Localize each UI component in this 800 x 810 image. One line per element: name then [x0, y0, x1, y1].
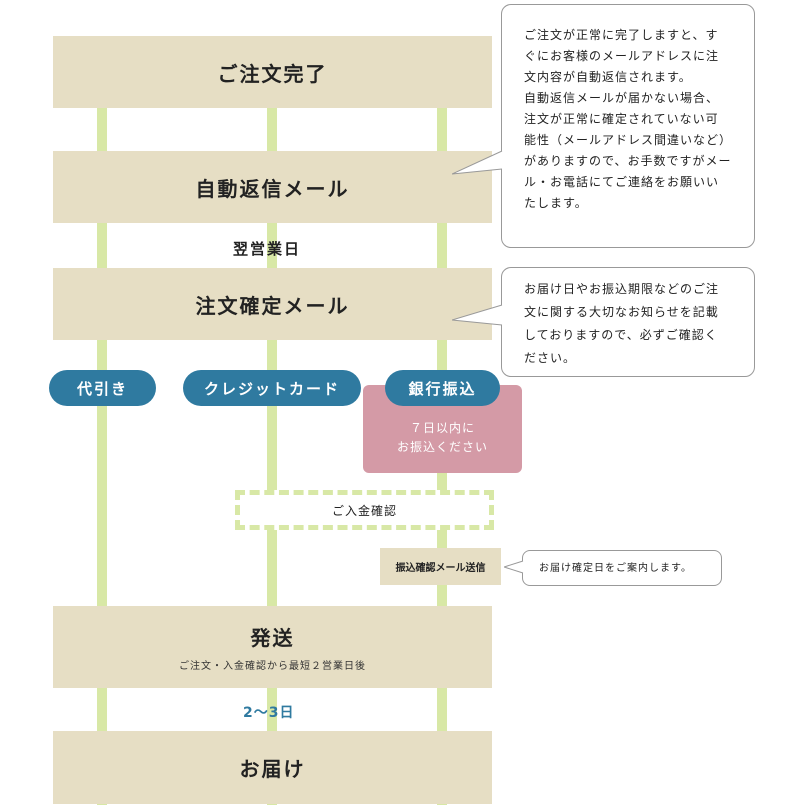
bubble-confirm: お届け日やお振込期限などのご注 文に関する大切なお知らせを記載 しておりますので… [501, 267, 755, 377]
bubble-auto-reply-line: ル・お電話にてご連絡をお願いい [524, 175, 720, 189]
pill-cod: 代引き [49, 370, 156, 406]
bubble-auto-reply-tail [452, 150, 503, 175]
transfer-mail-tag: 振込確認メール送信 [380, 548, 501, 585]
step-order-complete-title: ご注文完了 [217, 61, 328, 86]
step-shipping: 発送 ご注文・入金確認から最短２営業日後 [53, 606, 492, 688]
bank-note-line1: ７日以内に [409, 421, 475, 435]
bubble-auto-reply-line: 注文が正常に確定されていない可 [524, 112, 719, 126]
rail-center [267, 108, 277, 805]
bubble-transfer-note-tail [504, 560, 524, 574]
bubble-auto-reply-line: 能性（メールアドレス間違いなど） [524, 133, 733, 147]
step-shipping-title: 発送 [250, 626, 295, 650]
label-days-2-3: 2〜3日 [243, 705, 295, 721]
step-delivery: お届け [53, 731, 492, 804]
step-delivery-title: お届け [239, 757, 306, 781]
rail-left [97, 108, 107, 805]
step-order-confirm: 注文確定メール [53, 268, 492, 340]
step-order-confirm-title: 注文確定メール [195, 293, 350, 318]
step-order-complete: ご注文完了 [53, 36, 492, 108]
payment-check-box: ご入金確認 [235, 490, 494, 530]
bank-note-line2: お振込ください [396, 440, 488, 454]
bubble-confirm-line: しておりますので、必ずご確認く [524, 328, 718, 342]
pill-credit-card: クレジットカード [183, 370, 361, 406]
bubble-auto-reply-line: ぐにお客様のメールアドレスに注 [524, 49, 720, 63]
bubble-auto-reply-line: ご注文が正常に完了しますと、す [524, 28, 719, 42]
pill-bank-transfer: 銀行振込 [385, 370, 500, 406]
payment-check-label: ご入金確認 [331, 503, 397, 518]
bubble-auto-reply: ご注文が正常に完了しますと、す ぐにお客様のメールアドレスに注 文内容が自動返信… [501, 4, 755, 248]
bubble-transfer-note-text: お届け確定日をご案内します。 [539, 562, 692, 574]
bubble-auto-reply-line: 文内容が自動返信されます。 [524, 70, 692, 84]
bubble-confirm-line: ださい。 [524, 351, 577, 365]
step-shipping-subtitle: ご注文・入金確認から最短２営業日後 [179, 661, 366, 672]
step-auto-reply-title: 自動返信メール [195, 176, 350, 201]
bubble-auto-reply-line: がありますので、お手数ですがメー [524, 154, 732, 168]
label-next-business-day: 翌営業日 [233, 240, 302, 258]
bubble-auto-reply-line: たします。 [524, 196, 588, 210]
bubble-confirm-line: お届け日やお振込期限などのご注 [524, 282, 720, 296]
step-auto-reply: 自動返信メール [53, 151, 492, 223]
bubble-transfer-note: お届け確定日をご案内します。 [522, 550, 722, 586]
transfer-mail-label: 振込確認メール送信 [395, 563, 486, 574]
bubble-confirm-tail [452, 304, 503, 326]
bubble-confirm-line: 文に関する大切なお知らせを記載 [524, 305, 719, 319]
bubble-auto-reply-line: 自動返信メールが届かない場合、 [524, 91, 720, 105]
